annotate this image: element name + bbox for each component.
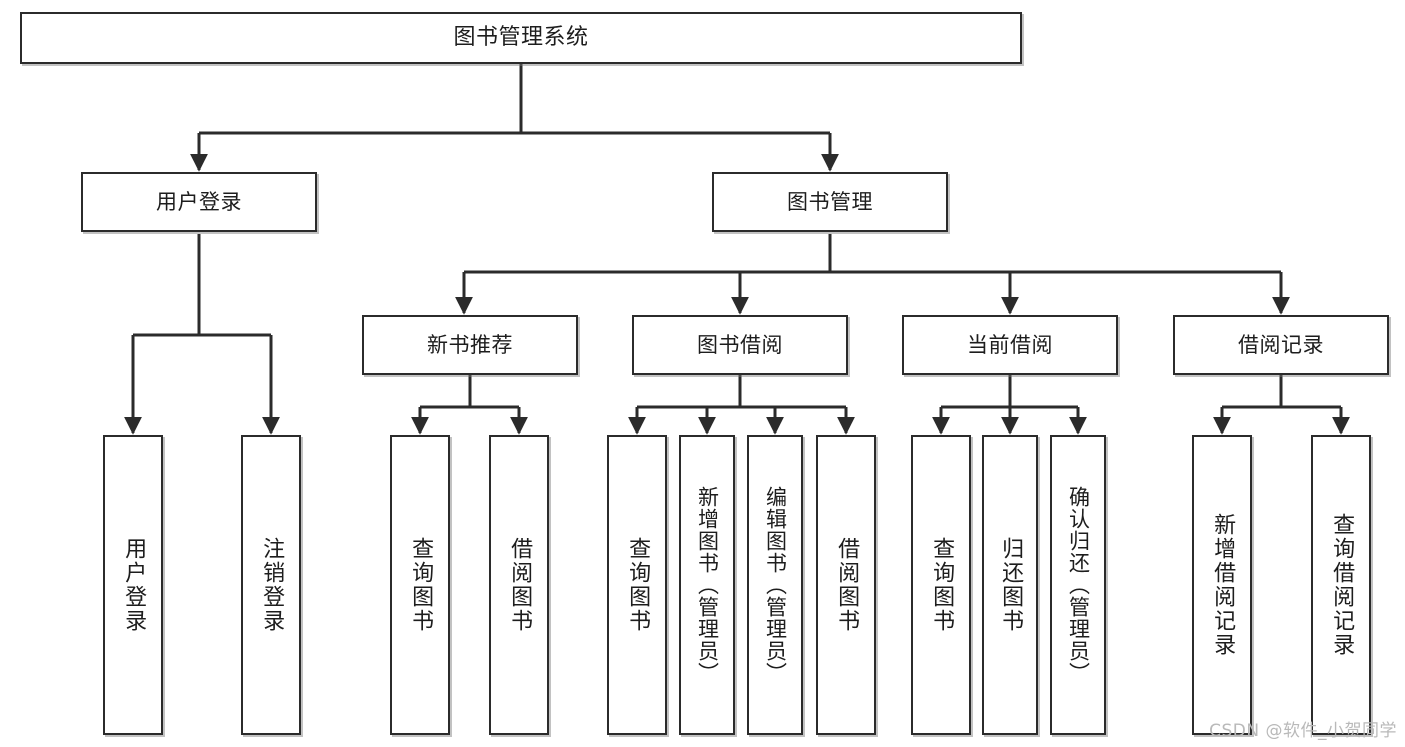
- node-label: 新书推荐: [427, 332, 513, 357]
- node-label: 新增借阅记录: [1210, 513, 1236, 657]
- node-borrow-record[interactable]: 借阅记录: [1173, 315, 1389, 375]
- node-label: 用户登录: [121, 537, 147, 633]
- node-label: 查询图书: [929, 537, 955, 633]
- node-label: 编辑图书（管理员）: [763, 486, 788, 684]
- leaf-borrow-book-2[interactable]: 借阅图书: [816, 435, 876, 735]
- leaf-borrow-book-1[interactable]: 借阅图书: [489, 435, 549, 735]
- node-new-book-recommend[interactable]: 新书推荐: [362, 315, 578, 375]
- csdn-watermark: CSDN @软件_小贺同学: [1209, 721, 1397, 741]
- node-label: 当前借阅: [967, 332, 1053, 357]
- node-label: 注销登录: [259, 537, 285, 633]
- leaf-add-record[interactable]: 新增借阅记录: [1192, 435, 1252, 735]
- node-root-book-management-system[interactable]: 图书管理系统: [20, 12, 1022, 64]
- leaf-add-book[interactable]: 新增图书（管理员）: [679, 435, 735, 735]
- leaf-edit-book[interactable]: 编辑图书（管理员）: [747, 435, 803, 735]
- node-label: 归还图书: [998, 537, 1024, 633]
- node-label: 借阅图书: [507, 537, 533, 633]
- leaf-user-login[interactable]: 用户登录: [103, 435, 163, 735]
- node-label: 图书管理系统: [453, 25, 589, 51]
- node-label: 图书借阅: [697, 332, 783, 357]
- leaf-query-book-3[interactable]: 查询图书: [911, 435, 971, 735]
- node-label: 借阅图书: [834, 537, 860, 633]
- node-label: 图书管理: [787, 189, 873, 214]
- leaf-confirm-return[interactable]: 确认归还（管理员）: [1050, 435, 1106, 735]
- leaf-return-book[interactable]: 归还图书: [982, 435, 1038, 735]
- node-label: 借阅记录: [1238, 332, 1324, 357]
- node-label: 查询图书: [625, 537, 651, 633]
- node-book-manage[interactable]: 图书管理: [712, 172, 948, 232]
- node-book-borrow[interactable]: 图书借阅: [632, 315, 848, 375]
- node-user-login[interactable]: 用户登录: [81, 172, 317, 232]
- node-label: 查询借阅记录: [1329, 513, 1355, 657]
- leaf-query-book-2[interactable]: 查询图书: [607, 435, 667, 735]
- leaf-query-book-1[interactable]: 查询图书: [390, 435, 450, 735]
- node-label: 确认归还（管理员）: [1066, 486, 1091, 684]
- node-label: 新增图书（管理员）: [695, 486, 720, 684]
- leaf-user-logout[interactable]: 注销登录: [241, 435, 301, 735]
- node-current-borrow[interactable]: 当前借阅: [902, 315, 1118, 375]
- node-label: 用户登录: [156, 189, 242, 214]
- node-label: 查询图书: [408, 537, 434, 633]
- leaf-query-record[interactable]: 查询借阅记录: [1311, 435, 1371, 735]
